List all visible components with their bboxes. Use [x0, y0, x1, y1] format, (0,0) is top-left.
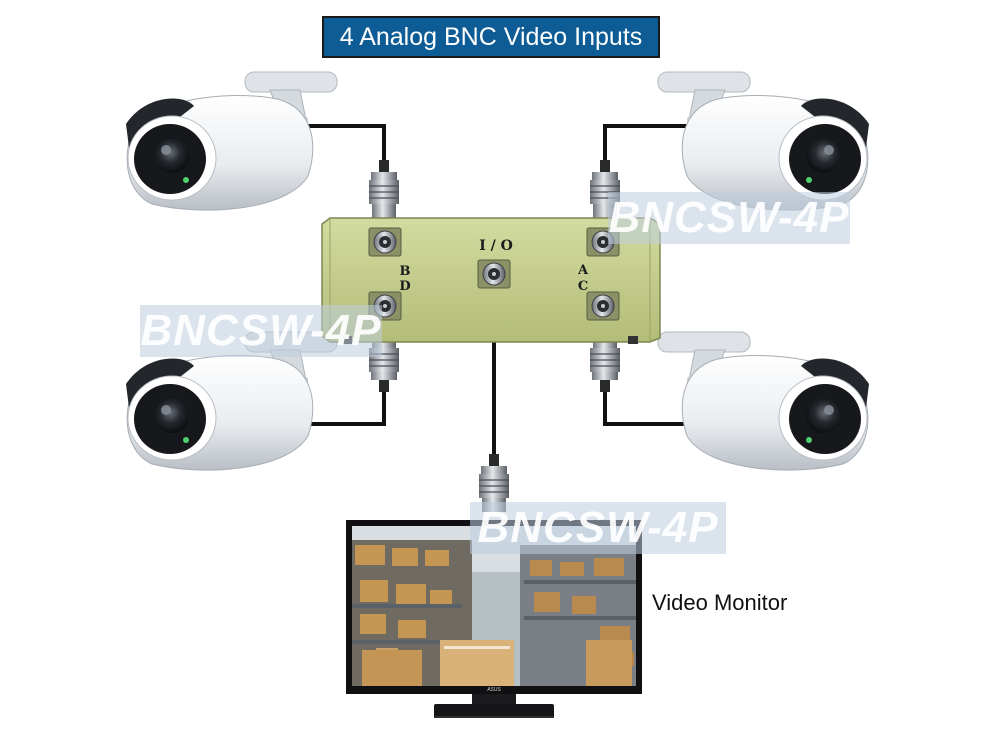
security-camera-icon [125, 71, 338, 211]
watermark-bottom: BNCSW-4P [470, 502, 726, 554]
port-io-jack [477, 259, 511, 289]
monitor-icon [434, 716, 554, 718]
bnc-connector-icon [368, 159, 400, 219]
bnc-switch-box: I / O B D A C [321, 217, 661, 344]
port-label-d: D [399, 279, 410, 294]
video-monitor-label: Video Monitor [652, 590, 788, 615]
port-c-jack [586, 291, 620, 321]
diagram-title: 4 Analog BNC Video Inputs [322, 16, 660, 58]
watermark-left: BNCSW-4P [140, 305, 382, 357]
port-b-jack [368, 227, 402, 257]
port-label-b: B [400, 264, 411, 279]
monitor-brand: ASUS [487, 687, 501, 693]
security-camera-icon [657, 71, 870, 211]
security-camera-icon [657, 331, 870, 471]
io-port-label: I / O [479, 238, 513, 254]
camera-c [657, 331, 870, 471]
camera-b [125, 71, 338, 211]
watermark-right: BNCSW-4P [608, 192, 850, 244]
port-label-c: C [578, 279, 588, 294]
camera-a [657, 71, 870, 211]
port-label-a: A [577, 263, 589, 278]
